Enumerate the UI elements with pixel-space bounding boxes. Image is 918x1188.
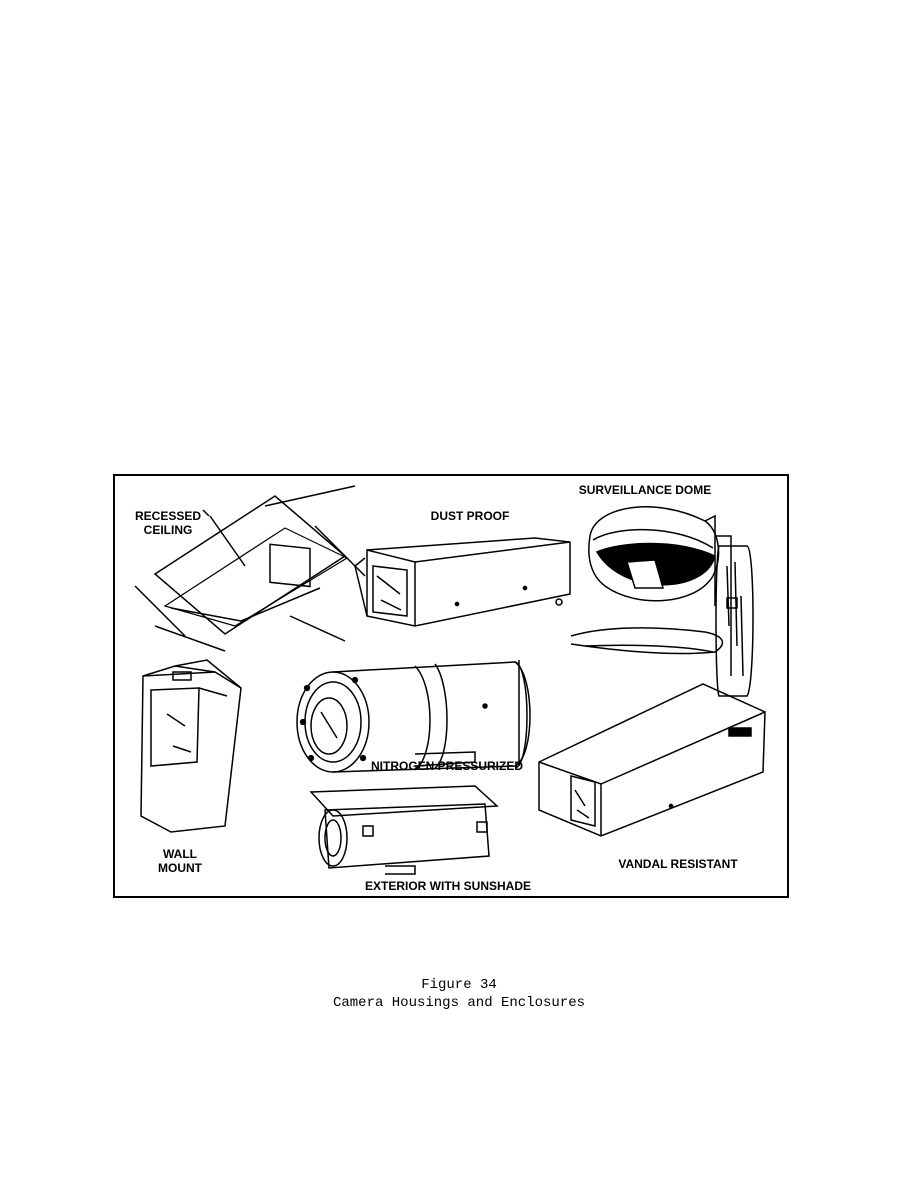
exterior-sunshade-drawing (309, 785, 499, 875)
vandal-resistant-drawing (538, 683, 766, 837)
label-wall-mount-line2: MOUNT (158, 861, 202, 875)
figure-illustration: RECESSED CEILING DUST PROOF SURVEILLANCE… (113, 474, 789, 898)
dust-proof-drawing (354, 537, 571, 627)
label-nitrogen-pressurized: NITROGEN PRESSURIZED (370, 759, 523, 773)
label-recessed-ceiling-line1: RECESSED (134, 509, 202, 523)
label-recessed-ceiling-line2: CEILING (143, 523, 193, 537)
figure-number: Figure 34 (421, 977, 497, 993)
figure-title: Camera Housings and Enclosures (332, 995, 586, 1011)
illustration-drawing (134, 485, 766, 875)
recessed-ceiling-drawing (134, 485, 366, 652)
label-dust-proof: DUST PROOF (430, 509, 510, 523)
nitrogen-pressurized-drawing (296, 660, 531, 773)
label-vandal-resistant: VANDAL RESISTANT (618, 857, 738, 871)
label-wall-mount-line1: WALL (163, 847, 197, 861)
label-surveillance-dome: SURVEILLANCE DOME (578, 483, 712, 497)
wall-mount-drawing (140, 659, 242, 833)
label-exterior-with-sunshade: EXTERIOR WITH SUNSHADE (364, 879, 531, 893)
surveillance-dome-drawing (570, 506, 754, 697)
